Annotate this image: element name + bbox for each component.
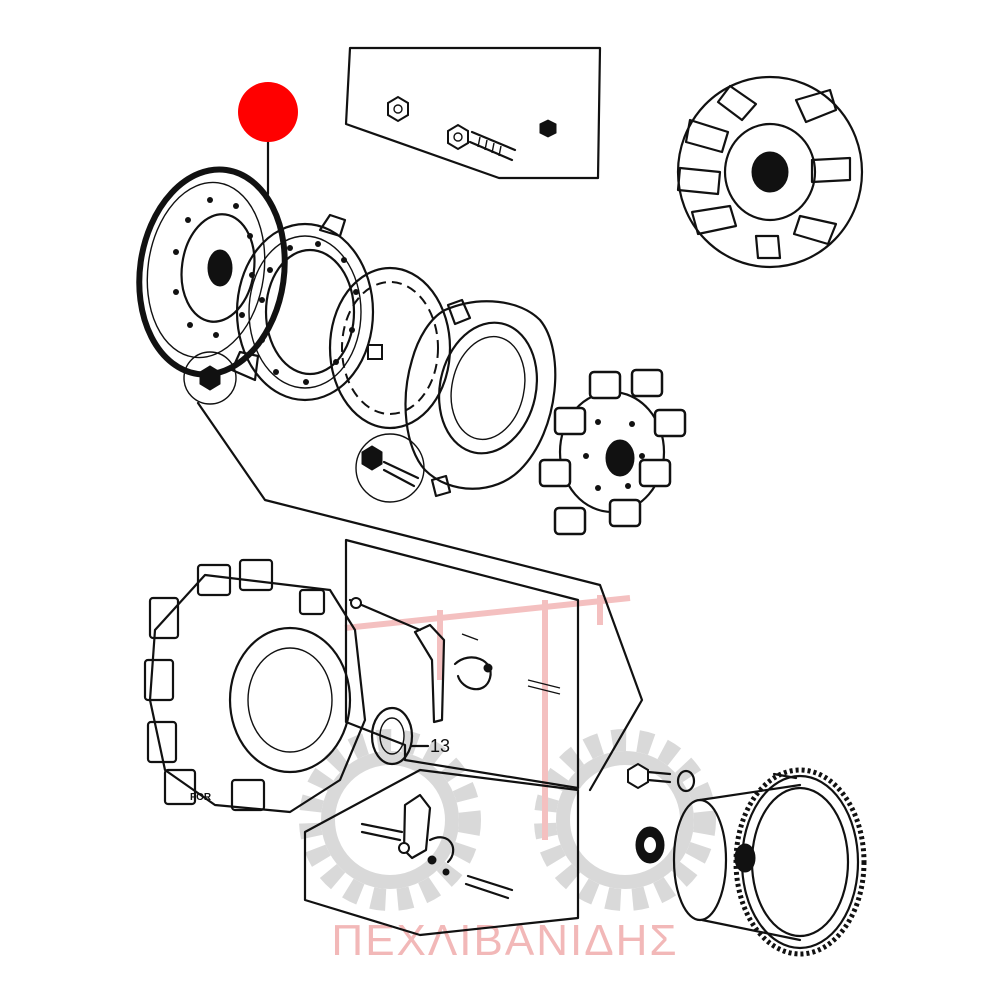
flywheel <box>136 166 288 378</box>
svg-text:FOR: FOR <box>190 792 212 803</box>
clutch-assembly <box>676 75 864 269</box>
callout-label: 13 <box>430 736 450 756</box>
bolt-icon <box>447 123 517 162</box>
release-bearing: 13 <box>370 706 450 766</box>
hardware-inset <box>344 46 602 180</box>
pressure-plate <box>230 213 375 402</box>
friction-disc <box>538 368 687 536</box>
part-marker[interactable] <box>238 82 298 196</box>
small-nut-icon <box>539 119 557 138</box>
callout-bolt-detail <box>183 351 644 792</box>
bellhousing: FOR <box>143 558 367 814</box>
red-dot-icon <box>238 82 298 142</box>
bolt-washer <box>627 762 798 793</box>
release-fork <box>348 597 493 724</box>
lower-linkage-inset <box>303 768 580 937</box>
lower-fork <box>360 793 455 876</box>
linkage-inset <box>344 538 580 790</box>
watermark-gear-right <box>534 729 716 911</box>
clutch-cover <box>404 298 557 498</box>
watermark-text: ΠΕΧΛΙΒΑΝΙΔΗΣ <box>331 916 678 965</box>
splined-disc <box>328 266 452 430</box>
nut-icon <box>387 95 409 123</box>
watermark-logo-mark <box>344 595 631 840</box>
ring-gear <box>635 767 867 957</box>
